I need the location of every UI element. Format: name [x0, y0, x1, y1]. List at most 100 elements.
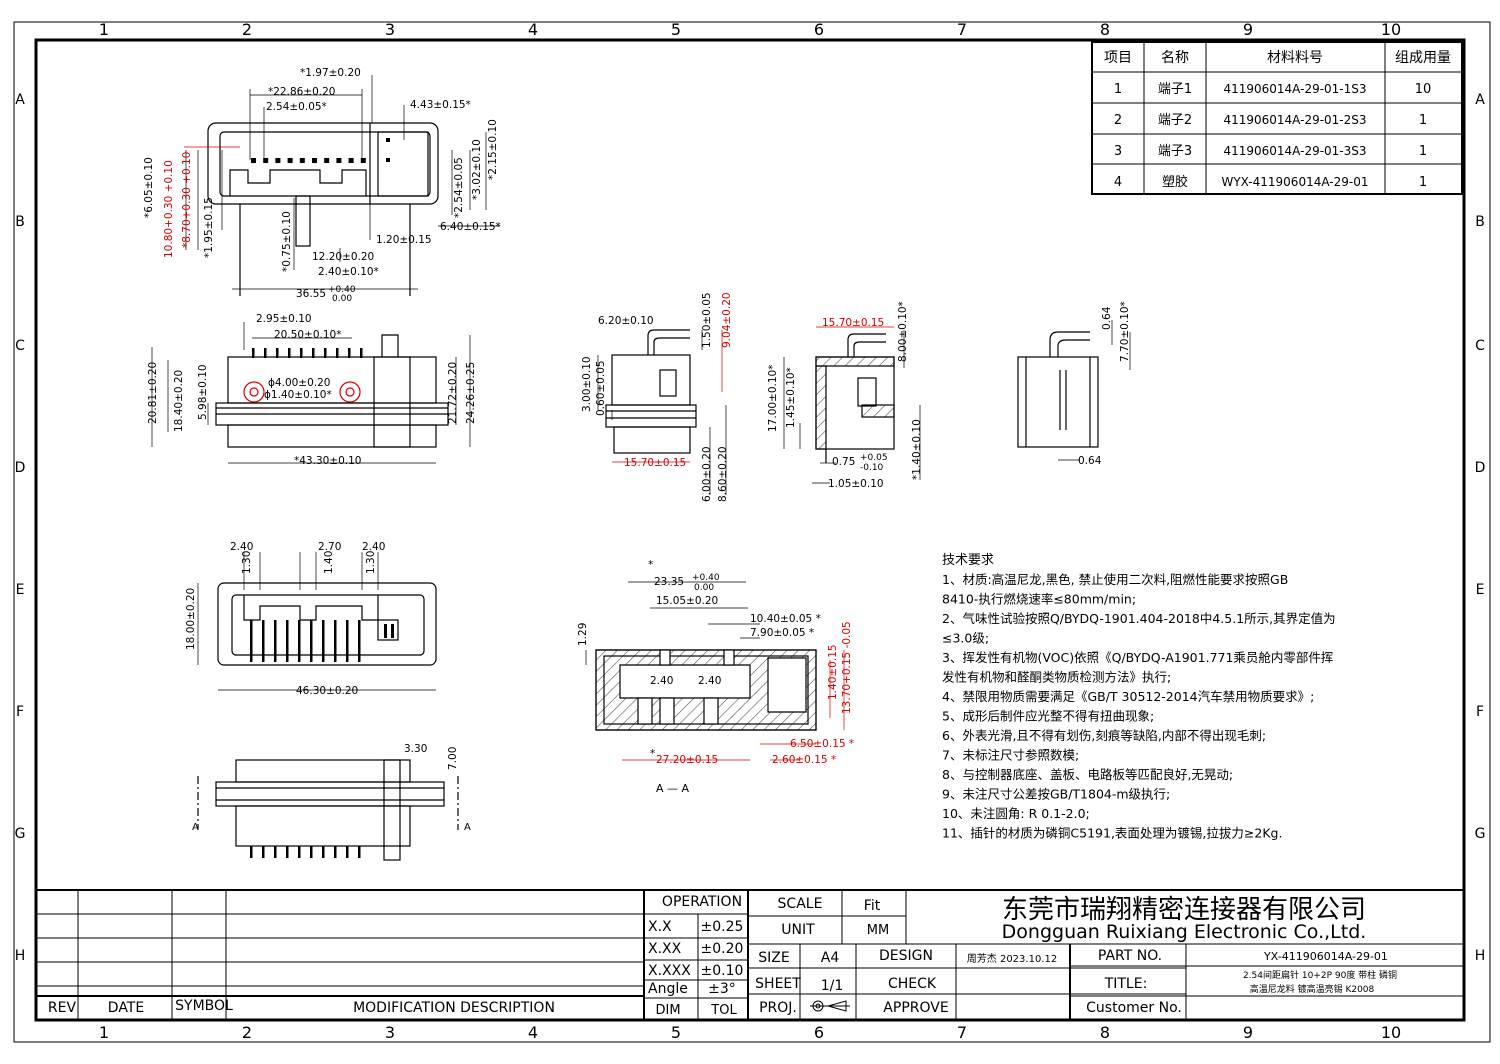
svg-text:2.54±0.05*: 2.54±0.05* — [266, 101, 327, 113]
svg-text:20.81±0.20: 20.81±0.20 — [147, 362, 159, 424]
svg-text:2.54间距扁针 10+2P 90度 带柱 磷铜: 2.54间距扁针 10+2P 90度 带柱 磷铜 — [1243, 969, 1397, 981]
svg-text:1/1: 1/1 — [821, 978, 844, 994]
svg-text:24.26±0.25: 24.26±0.25 — [465, 362, 477, 424]
svg-text:DATE: DATE — [108, 1000, 144, 1016]
pin-mark — [346, 846, 349, 858]
svg-text:1.45±0.10*: 1.45±0.10* — [785, 367, 797, 428]
svg-text:2.40: 2.40 — [230, 541, 253, 553]
svg-text:Angle: Angle — [648, 981, 688, 997]
pin-mark — [310, 620, 313, 662]
svg-text:0.00: 0.00 — [694, 583, 714, 593]
svg-text:Customer No.: Customer No. — [1086, 1000, 1182, 1016]
pin-mark — [286, 846, 289, 858]
svg-text:OPERATION: OPERATION — [662, 894, 742, 910]
svg-text:+0.40: +0.40 — [692, 573, 720, 583]
zone-col-5: 5 — [671, 20, 681, 39]
outer-frame — [13, 21, 1491, 1043]
bom-cell: 端子2 — [1158, 113, 1192, 128]
zone-col-7: 7 — [957, 1023, 967, 1042]
bottom-view-pins — [250, 620, 394, 662]
top-view-dimension-labels: *1.97±0.20*22.86±0.202.54±0.05*4.43±0.15… — [143, 67, 501, 304]
svg-text:15.05±0.20: 15.05±0.20 — [656, 595, 718, 607]
svg-text:1.30: 1.30 — [365, 551, 377, 574]
tech-line: 3、挥发性有机物(VOC)依照《Q/BYDQ-A1901.771乘员舱内零部件挥 — [942, 650, 1333, 665]
svg-text:REV: REV — [48, 1000, 77, 1016]
svg-text:1.05±0.10: 1.05±0.10 — [828, 478, 884, 490]
bottom-view — [217, 582, 437, 666]
svg-text:17.00±0.10*: 17.00±0.10* — [767, 365, 779, 433]
svg-text:7.70±0.10*: 7.70±0.10* — [1119, 301, 1131, 362]
zone-col-8: 8 — [1100, 20, 1110, 39]
svg-text:±0.20: ±0.20 — [701, 941, 744, 957]
svg-text:10.40±0.05 *: 10.40±0.05 * — [750, 613, 821, 625]
svg-text:7.90±0.05 *: 7.90±0.05 * — [750, 627, 814, 639]
pin-mark — [286, 620, 289, 662]
svg-text:6.00±0.20: 6.00±0.20 — [701, 446, 713, 502]
lower-view-pins — [250, 846, 361, 858]
tech-line: 10、未注圆角: R 0.1-2.0; — [942, 806, 1090, 821]
svg-text:PROJ.: PROJ. — [759, 1000, 797, 1016]
tech-line: 6、外表光滑,且不得有划伤,刻痕等缺陷,内部不得出现毛刺; — [942, 728, 1266, 743]
svg-text:3.00±0.10: 3.00±0.10 — [581, 356, 593, 412]
tech-line: 5、成形后制件应光整不得有扭曲现象; — [942, 709, 1154, 724]
pin-mark — [250, 620, 253, 662]
pin-mark — [384, 624, 387, 638]
svg-text:-0.10: -0.10 — [860, 463, 884, 473]
pin-mark — [360, 158, 366, 163]
zone-row-H: H — [1475, 948, 1486, 964]
svg-text:高温尼龙料 镀高温亮锡 K2008: 高温尼龙料 镀高温亮锡 K2008 — [1250, 983, 1375, 995]
zone-col-3: 3 — [385, 20, 395, 39]
pin-mark — [360, 348, 363, 358]
svg-text:0.75: 0.75 — [832, 456, 855, 468]
svg-text:2.40: 2.40 — [698, 675, 721, 687]
svg-text:*: * — [648, 559, 653, 571]
zone-col-10: 10 — [1381, 20, 1401, 39]
zone-col-1: 1 — [99, 20, 109, 39]
svg-text:*6.05±0.10: *6.05±0.10 — [143, 157, 155, 218]
part-number: YX-411906014A-29-01 — [1263, 950, 1388, 963]
tech-line: 发性有机物和醛酮类物质检测方法》执行; — [942, 670, 1171, 685]
zone-row-C: C — [15, 338, 25, 354]
zone-row-F: F — [1476, 704, 1484, 720]
pin-mark — [298, 846, 301, 858]
svg-text:*1.40±0.10: *1.40±0.10 — [911, 419, 923, 480]
side-view-2-dimensions — [783, 326, 921, 484]
top-view-dimensions — [184, 75, 500, 290]
tech-line: 1、材质:高温尼龙,黑色, 禁止使用二次料,阻燃性能要求按照GB — [942, 572, 1288, 587]
svg-text:X.XX: X.XX — [648, 941, 682, 957]
tech-line: 11、插针的材质为磷铜C5191,表面处理为镀锡,拉拔力≥2Kg. — [942, 826, 1282, 841]
zone-row-D: D — [1475, 460, 1486, 476]
svg-text:*0.75±0.10: *0.75±0.10 — [281, 211, 293, 272]
front-view — [215, 334, 449, 448]
bom-cell: 2 — [1114, 113, 1122, 128]
svg-text:A: A — [192, 822, 199, 833]
bom-header: 项目 — [1104, 50, 1132, 66]
svg-text:1.40: 1.40 — [323, 551, 335, 574]
pin-mark — [299, 158, 305, 163]
pin-mark — [312, 348, 315, 358]
zone-row-E: E — [1476, 582, 1485, 598]
bom-header: 名称 — [1161, 50, 1189, 66]
svg-text:PART NO.: PART NO. — [1098, 948, 1162, 964]
svg-text:21.72±0.20: 21.72±0.20 — [447, 362, 459, 424]
side-view-3-dimensions — [1058, 320, 1131, 461]
svg-text:2.40±0.10*: 2.40±0.10* — [318, 266, 379, 278]
bom-cell: 411906014A-29-01-2S3 — [1223, 113, 1366, 127]
pin-mark — [358, 620, 361, 662]
svg-text:18.00±0.20: 18.00±0.20 — [185, 588, 197, 650]
svg-text:UNIT: UNIT — [781, 922, 815, 938]
top-view — [207, 122, 439, 296]
svg-text:0.64: 0.64 — [1101, 306, 1113, 330]
pin-mark — [262, 620, 265, 662]
svg-text:9.04±0.20: 9.04±0.20 — [721, 292, 733, 348]
pin-mark — [263, 158, 269, 163]
pin-mark — [336, 348, 339, 358]
side-view-2 — [815, 333, 895, 463]
side-view-3 — [1017, 331, 1099, 448]
pin-mark — [348, 348, 351, 358]
